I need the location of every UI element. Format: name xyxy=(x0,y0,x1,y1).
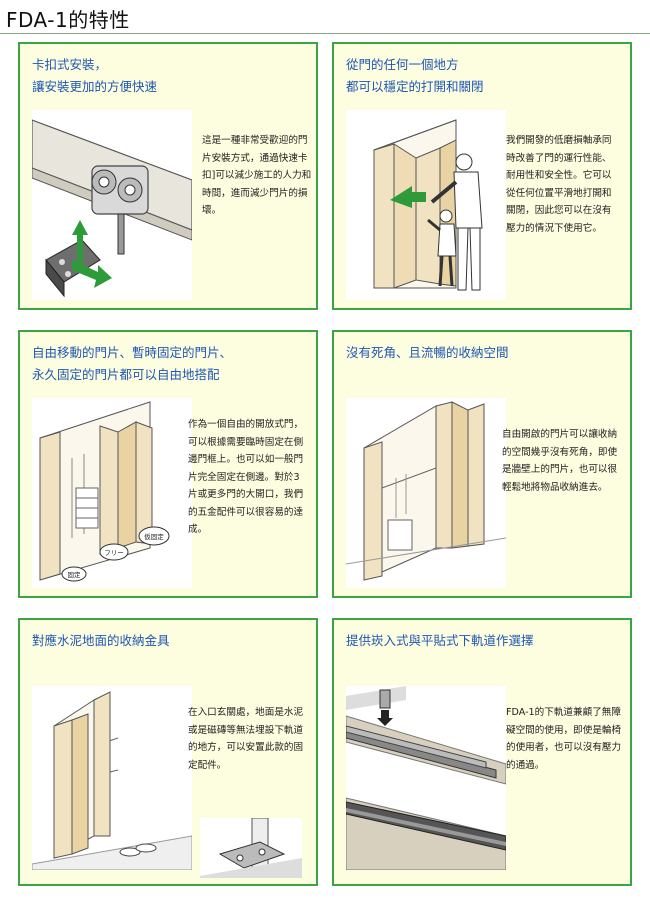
flexible-panels-illustration: 仮固定 フリー 固定 xyxy=(32,398,192,588)
text-line: 定配件。 xyxy=(188,759,227,771)
card-body-text: 我們開發的低磨損軸承同 時改善了門的運行性能、 耐用性和安全性。它可以 從任何位… xyxy=(506,132,612,237)
text-line: 片完全固定在側邊。對於3 xyxy=(188,471,300,483)
text-line: 壞。 xyxy=(202,205,222,216)
snap-install-illustration xyxy=(32,110,192,300)
heading-line: 從門的任何一個地方 xyxy=(346,57,459,72)
heading-line: 自由移動的門片、暫時固定的門片、 xyxy=(32,345,233,360)
feature-card-concrete-floor: 對應水泥地面的收納金具 在入口玄關處，地面是水泥 或是磁磚等無法埋設下軌道 的地… xyxy=(18,618,318,886)
temp-fixed-label: 仮固定 xyxy=(144,532,164,541)
text-line: 輕鬆地將物品收納進去。 xyxy=(502,481,608,493)
text-line: 的通過。 xyxy=(506,759,545,771)
text-line: FDA-1的下軌道兼顧了無障 xyxy=(506,707,621,718)
text-line: 的地方，可以安置此款的固 xyxy=(188,742,304,753)
card-body-text: 作為一個自由的開放式門， 可以根據需要臨時固定在側 邊門框上。也可以如一般門 片… xyxy=(188,416,303,539)
card-heading: 從門的任何一個地方 都可以穩定的打開和關閉 xyxy=(346,54,622,98)
text-line: 在入口玄關處，地面是水泥 xyxy=(188,707,304,718)
text-line: 的空間幾乎沒有死角，即使 xyxy=(502,446,618,458)
heading-line: 都可以穩定的打開和關閉 xyxy=(346,79,484,94)
card-body-text: 在入口玄關處，地面是水泥 或是磁磚等無法埋設下軌道 的地方，可以安置此款的固 定… xyxy=(188,704,303,774)
card-body-text: 自由開啟的門片可以讓收納 的空間幾乎沒有死角，即使 是牆壁上的門片，也可以很 輕… xyxy=(502,426,617,496)
card-heading: 自由移動的門片、暫時固定的門片、 永久固定的門片都可以自由地搭配 xyxy=(32,342,308,386)
feature-card-lower-track: 提供崁入式與平貼式下軌道作選擇 FDA-1的下軌道兼顧了無障 礙空間的使用，即使… xyxy=(332,618,632,886)
text-line: 我們開發的低磨損軸承同 xyxy=(506,135,612,146)
text-line: 可以根據需要臨時固定在側 xyxy=(188,436,304,448)
text-line: 片安裝方式，通過快速卡 xyxy=(202,152,308,164)
storage-space-illustration xyxy=(346,398,506,588)
heading-line: 卡扣式安裝， xyxy=(32,57,108,72)
feature-card-snap-install: 卡扣式安裝， 讓安裝更加的方便快速 這是一種非常受歡迎的門 片安裝方式，通過快速… xyxy=(18,42,318,310)
text-line: 的五金配件可以很容易的達 xyxy=(188,506,304,518)
page-title: FDA-1的特性 xyxy=(6,8,130,32)
text-line: 作為一個自由的開放式門， xyxy=(188,419,304,430)
heading-line: 讓安裝更加的方便快速 xyxy=(32,79,158,94)
card-heading: 對應水泥地面的收納金具 xyxy=(32,630,308,652)
feature-card-flexible-panels: 自由移動的門片、暫時固定的門片、 永久固定的門片都可以自由地搭配 仮固定 フリー… xyxy=(18,330,318,598)
text-line: 時改善了門的運行性能、 xyxy=(506,152,612,164)
text-line: 礙空間的使用，即使是輪椅 xyxy=(506,724,622,736)
text-line: 關閉，因此您可以在沒有 xyxy=(506,205,612,216)
feature-card-no-dead-corner: 沒有死角、且流暢的收納空間 自由開啟的門片可以讓收納 的空間幾乎沒有死角，即使 … xyxy=(332,330,632,598)
heading-line: 沒有死角、且流暢的收納空間 xyxy=(346,345,509,360)
feature-card-smooth-operation: 從門的任何一個地方 都可以穩定的打開和關閉 我們開發的低磨損軸承同 時改善了門的… xyxy=(332,42,632,310)
text-line: 邊門框上。也可以如一般門 xyxy=(188,454,304,465)
text-line: 自由開啟的門片可以讓收納 xyxy=(502,429,618,440)
fixed-label: 固定 xyxy=(68,570,82,579)
text-line: 扣]可以減少施工的人力和 xyxy=(202,170,312,181)
concrete-floor-illustration xyxy=(32,686,192,870)
text-line: 或是磁磚等無法埋設下軌道 xyxy=(188,724,304,736)
title-divider xyxy=(0,33,650,34)
text-line: 是牆壁上的門片，也可以很 xyxy=(502,464,618,475)
card-heading: 沒有死角、且流暢的收納空間 xyxy=(346,342,622,364)
lower-track-illustration xyxy=(346,686,506,870)
smooth-operation-illustration xyxy=(346,110,506,300)
card-body-text: 這是一種非常受歡迎的門 片安裝方式，通過快速卡 扣]可以減少施工的人力和 時間，… xyxy=(202,132,311,220)
concrete-bracket-detail xyxy=(200,818,302,878)
card-heading: 提供崁入式與平貼式下軌道作選擇 xyxy=(346,630,622,652)
text-line: 時間，進而減少門片的損 xyxy=(202,187,308,199)
free-label: フリー xyxy=(104,549,124,557)
text-line: 的使用者，也可以沒有壓力 xyxy=(506,742,622,753)
text-line: 成。 xyxy=(188,524,208,535)
text-line: 壓力的情況下使用它。 xyxy=(506,222,602,234)
text-line: 片或更多門的大開口，我們 xyxy=(188,489,304,500)
heading-line: 提供崁入式與平貼式下軌道作選擇 xyxy=(346,633,534,648)
text-line: 這是一種非常受歡迎的門 xyxy=(202,135,308,146)
text-line: 從任何位置平滑地打開和 xyxy=(506,187,612,199)
heading-line: 對應水泥地面的收納金具 xyxy=(32,633,170,648)
card-body-text: FDA-1的下軌道兼顧了無障 礙空間的使用，即使是輪椅 的使用者，也可以沒有壓力… xyxy=(506,704,621,774)
text-line: 耐用性和安全性。它可以 xyxy=(506,170,612,181)
card-heading: 卡扣式安裝， 讓安裝更加的方便快速 xyxy=(32,54,308,98)
heading-line: 永久固定的門片都可以自由地搭配 xyxy=(32,367,220,382)
